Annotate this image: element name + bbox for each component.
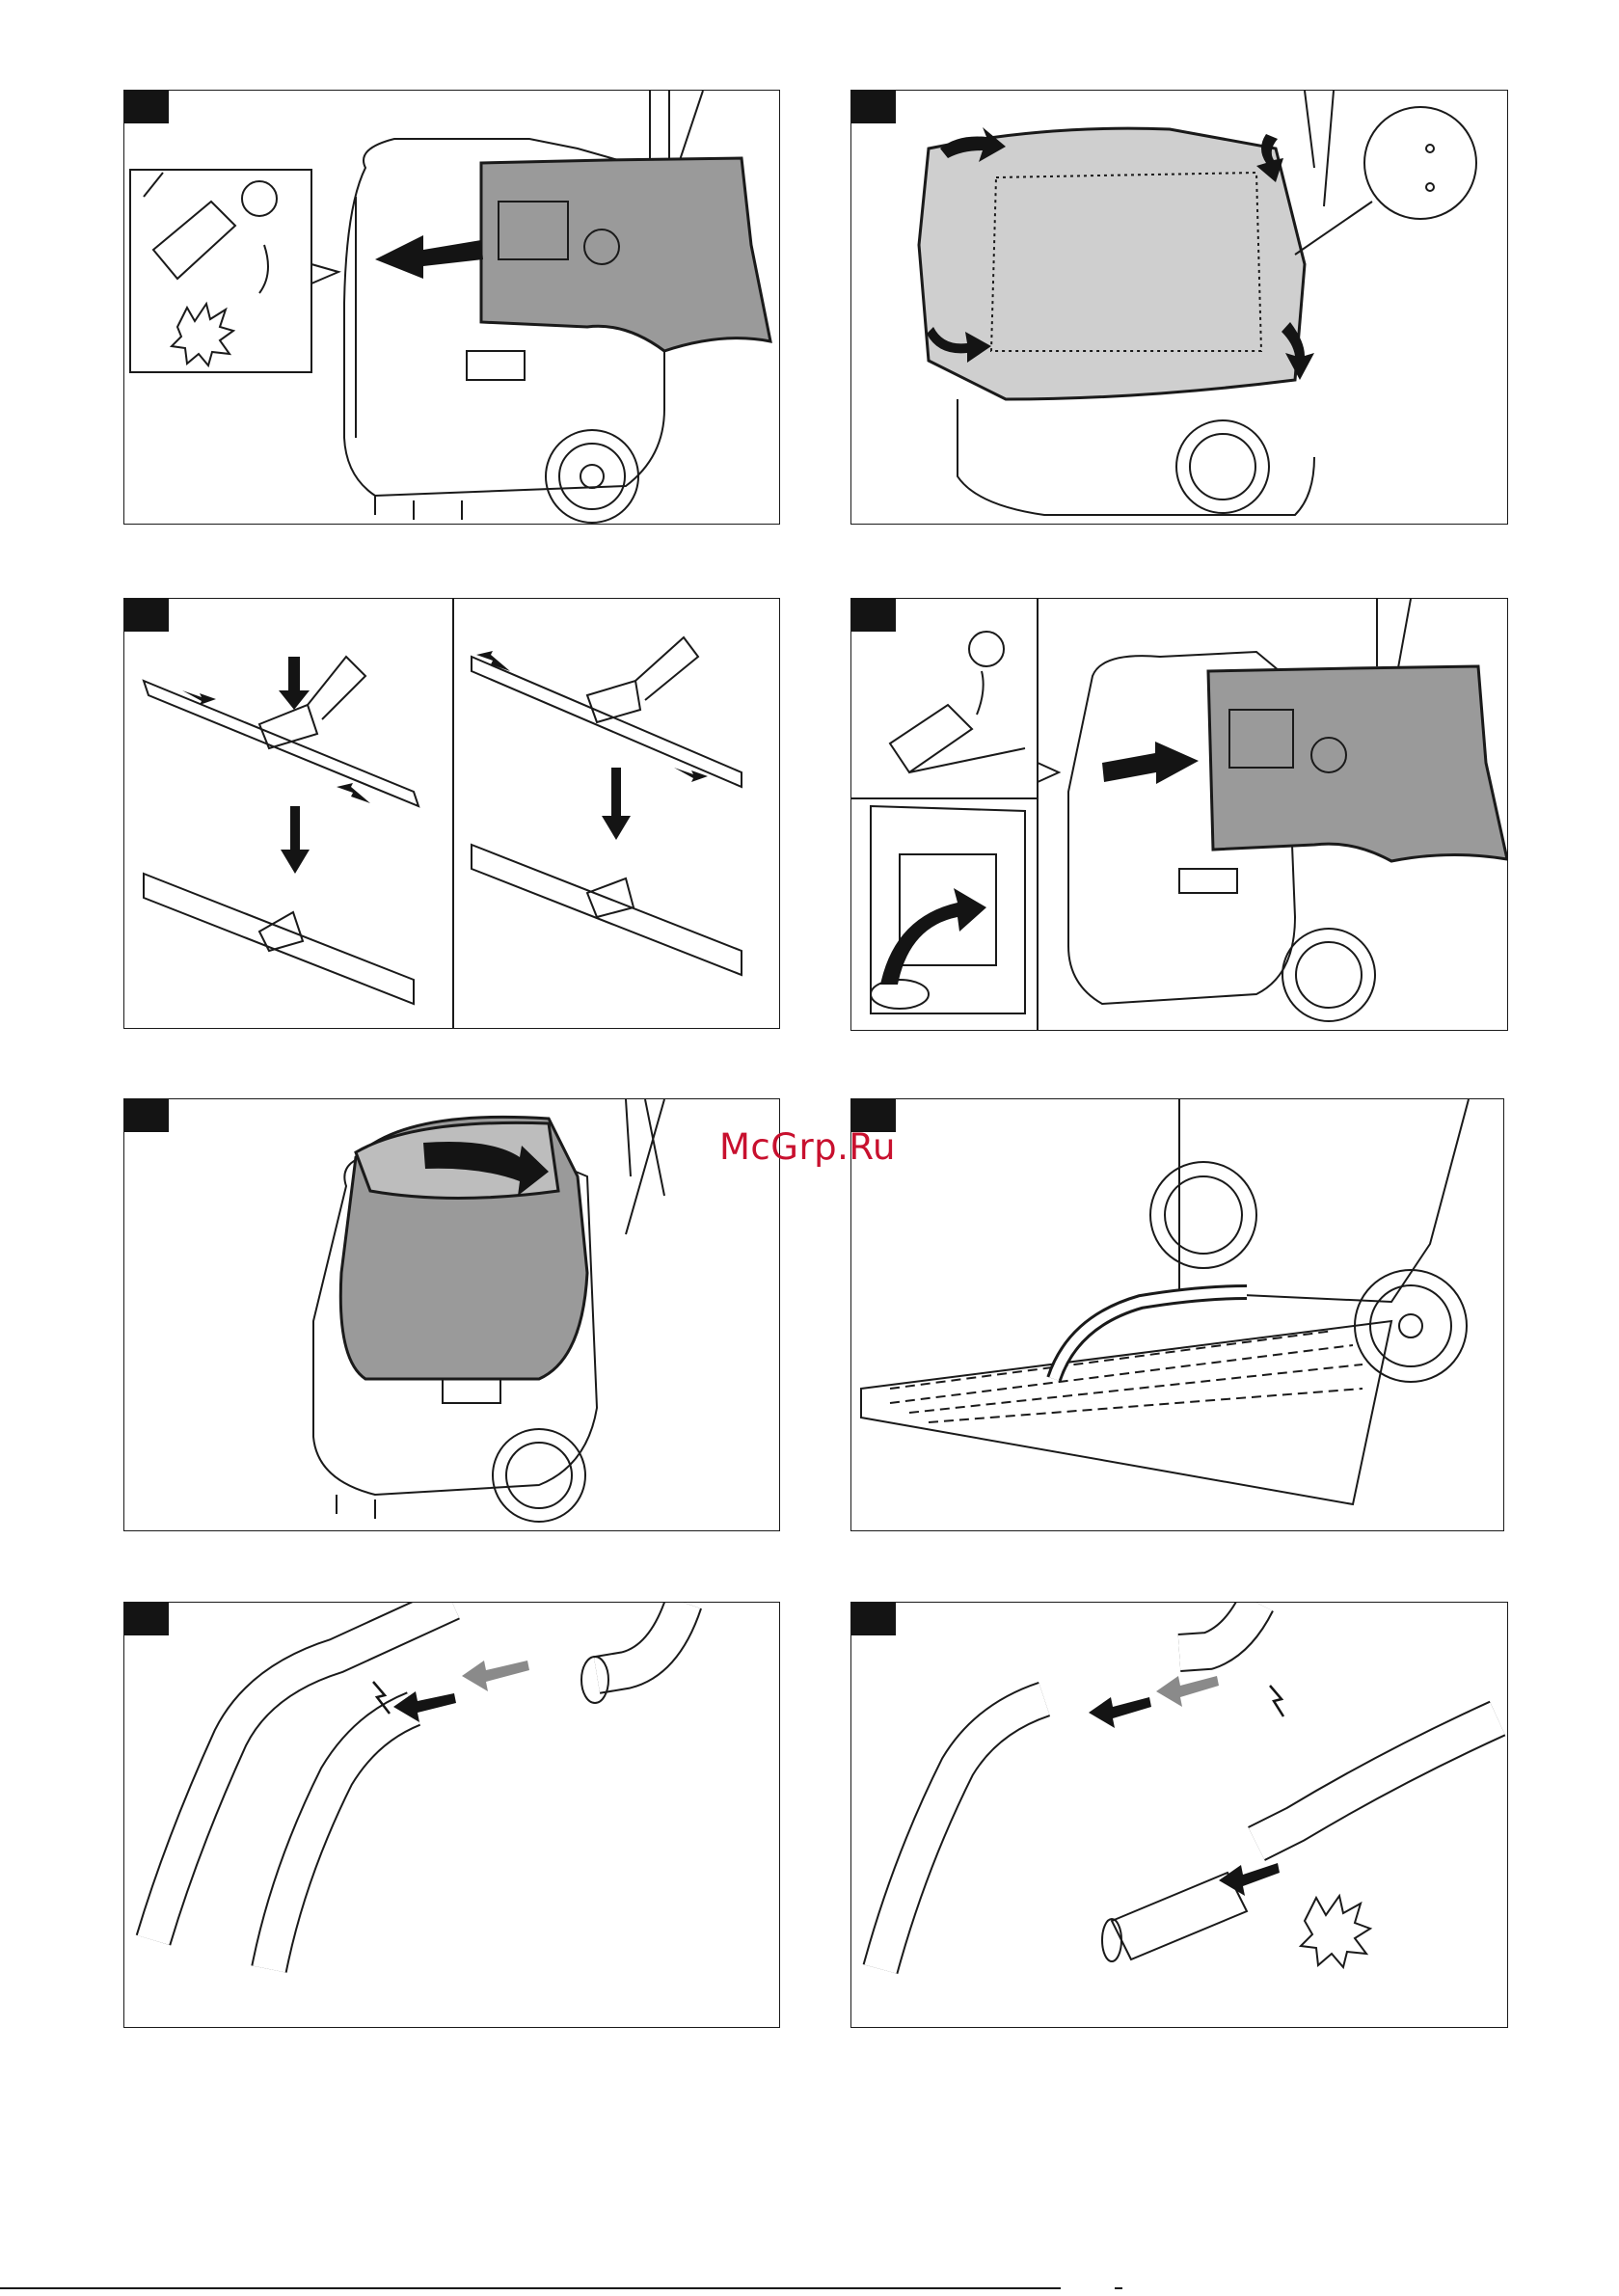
illustration-hose-grate bbox=[851, 1099, 1504, 1531]
filter-bag-shape bbox=[1208, 666, 1507, 861]
panel-fold-bag-over-rim bbox=[850, 90, 1508, 525]
bag-over-rim-shape bbox=[919, 128, 1305, 399]
panel-floor-nozzle-inserts bbox=[123, 598, 780, 1029]
illustration-fold-bag bbox=[851, 91, 1508, 525]
panel-remove-filter-bag bbox=[850, 598, 1508, 1031]
panel-bag-into-container bbox=[123, 1098, 780, 1531]
illustration-detach-handle bbox=[124, 1603, 780, 2028]
illustration-nozzle bbox=[124, 599, 780, 1029]
panel-hose-parked-on-grate bbox=[850, 1098, 1504, 1531]
footer-tick bbox=[1115, 2287, 1122, 2289]
magnifier-detail-icon bbox=[1364, 107, 1476, 219]
illustration-insert-bag bbox=[124, 91, 780, 525]
filter-bag-shape bbox=[481, 158, 770, 351]
arrow-down-icon bbox=[279, 657, 310, 710]
illustration-remove-bag bbox=[851, 599, 1508, 1031]
illustration-bag-container bbox=[124, 1099, 780, 1531]
footer-rule bbox=[0, 2287, 1061, 2289]
panel-detach-handle bbox=[123, 1602, 780, 2028]
panel-insert-filter-bag bbox=[123, 90, 780, 525]
grate-icon bbox=[861, 1321, 1391, 1504]
click-burst-icon bbox=[1301, 1896, 1370, 1967]
arrow-right-icon bbox=[1219, 1863, 1280, 1896]
curved-arrow-icon bbox=[880, 888, 986, 985]
watermark-text: McGrp.Ru bbox=[719, 1126, 896, 1168]
click-burst-icon bbox=[172, 304, 233, 365]
arrow-left-icon bbox=[375, 235, 483, 279]
arrow-right-icon bbox=[1102, 742, 1199, 784]
panel-attach-adapter bbox=[850, 1602, 1508, 2028]
illustration-attach-adapter bbox=[851, 1603, 1508, 2028]
